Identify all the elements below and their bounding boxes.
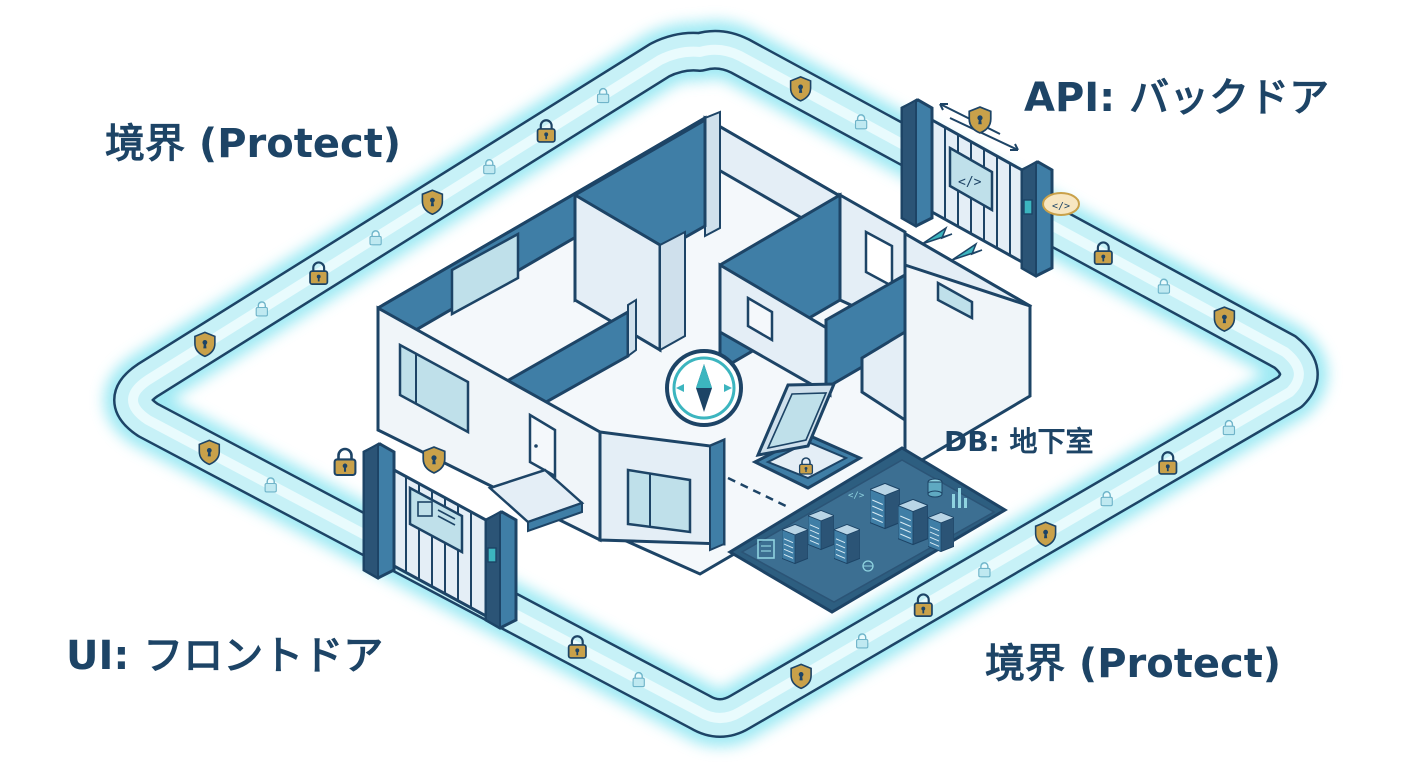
api-code-badge: </> [1042,192,1080,216]
shield-check-icon [422,446,446,474]
api-back-gate: </> </> [900,98,1080,278]
building [376,110,1033,576]
shield-icon [421,189,444,215]
perimeter-wall [104,20,1328,747]
database-icon [927,478,943,498]
perimeter-label-bottom-right: 境界 (Protect) [985,641,1282,687]
compass-icon [665,349,743,427]
shield-icon [198,439,221,466]
server-icon [782,523,808,565]
ui-label: UI: フロントドア [66,633,384,679]
shield-icon [194,331,216,358]
server-icon [928,512,954,552]
shield-icon [1213,306,1236,332]
ui-front-gate [333,442,518,630]
server-icon [808,509,834,551]
server-icon [898,498,928,546]
ui-window-icon [417,501,433,517]
server-code-icon: </> [848,491,865,501]
bar-chart-icon [952,488,967,508]
card-reader-icon [1023,199,1033,215]
document-icon [757,539,775,559]
shield-icon [968,106,992,134]
shield-icon [790,663,812,690]
card-reader-icon [487,547,497,563]
shield-icon [1034,521,1057,548]
perimeter-label-top-left: 境界 (Protect) [105,121,402,167]
cellar-hatch [751,382,864,490]
server-icon [870,482,900,530]
svg-text:</>: </> [1052,201,1070,212]
database-basement: </> [727,446,1008,614]
shield-icon [789,76,812,102]
server-icon [834,523,860,565]
padlock-icon [333,447,357,477]
api-code-icon: </> [958,175,982,190]
globe-icon [862,560,874,572]
inbound-arrow-icon [921,226,983,261]
db-label: DB: 地下室 [944,425,1094,458]
api-label: API: バックドア [1024,75,1330,121]
